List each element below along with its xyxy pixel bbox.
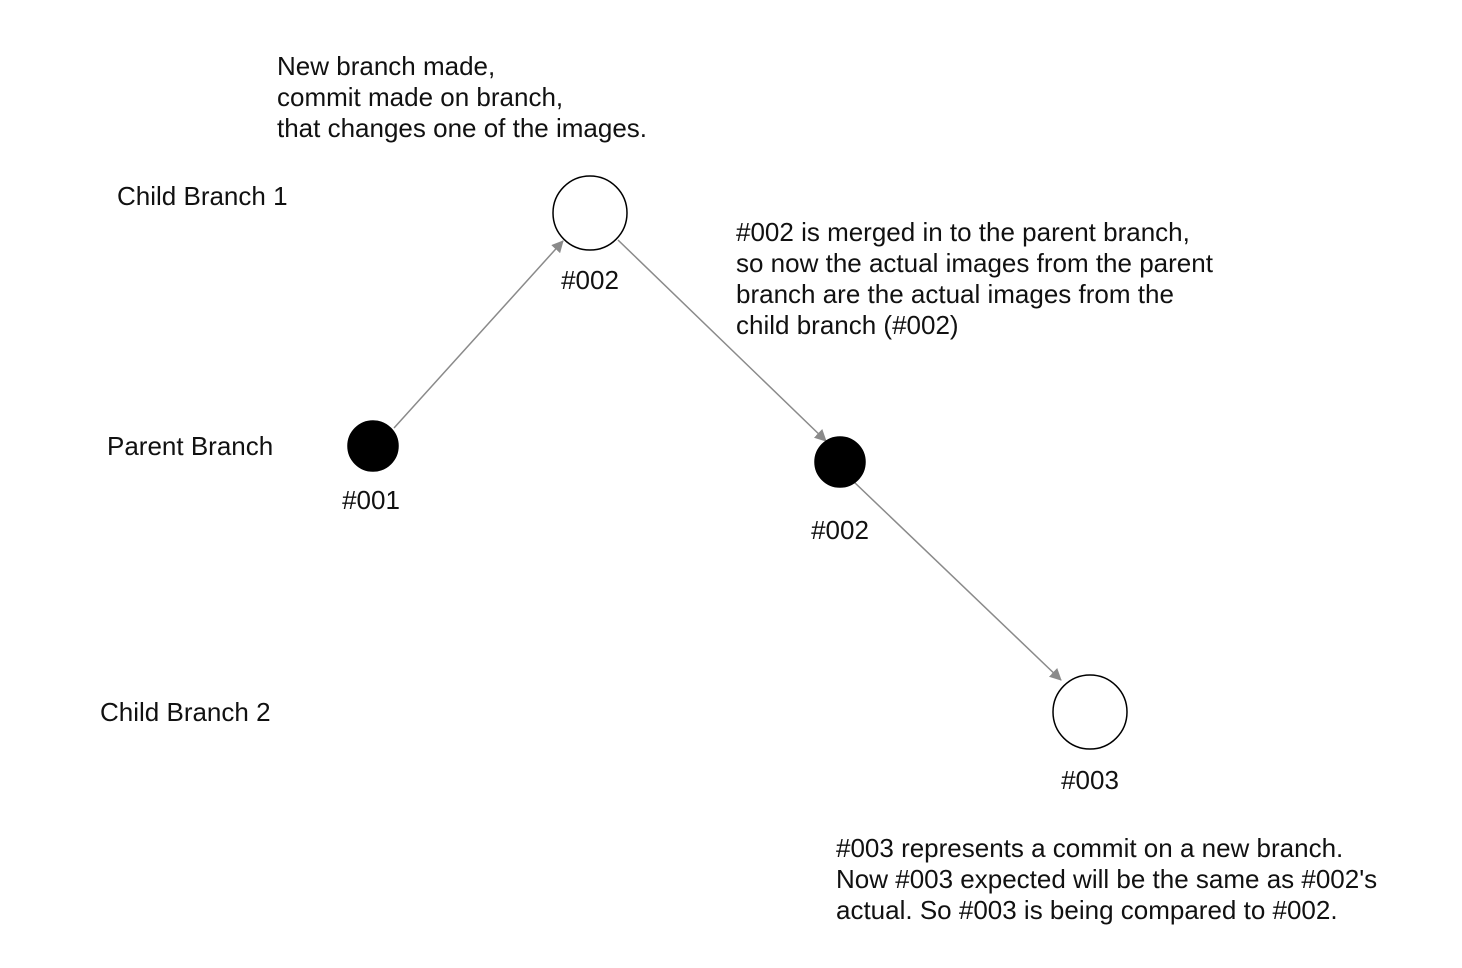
note-new-branch: New branch made, commit made on branch, … bbox=[277, 51, 647, 144]
note-new-commit-line: Now #003 expected will be the same as #0… bbox=[836, 864, 1378, 894]
note-new-commit-line: actual. So #003 is being compared to #00… bbox=[836, 895, 1338, 925]
commit-node-parent-001 bbox=[347, 420, 399, 472]
note-new-branch-line: commit made on branch, bbox=[277, 82, 564, 112]
branch-label-child-2: Child Branch 2 bbox=[100, 697, 271, 727]
note-merge-line: #002 is merged in to the parent branch, bbox=[736, 217, 1190, 247]
note-new-commit: #003 represents a commit on a new branch… bbox=[836, 833, 1377, 926]
arrow-child1-002-to-parent-002 bbox=[617, 239, 827, 442]
note-new-branch-line: that changes one of the images. bbox=[277, 113, 648, 143]
arrow-parent-002-to-child2-003 bbox=[852, 480, 1062, 681]
commit-label-child1-002: #002 bbox=[561, 265, 619, 295]
arrow-001-to-child1-002 bbox=[393, 240, 564, 429]
branch-label-parent: Parent Branch bbox=[107, 431, 274, 461]
branch-label-child-1: Child Branch 1 bbox=[117, 181, 288, 211]
commit-label-parent-001: #001 bbox=[342, 485, 400, 515]
note-new-commit-line: #003 represents a commit on a new branch… bbox=[836, 833, 1344, 863]
commit-node-child1-002 bbox=[552, 175, 628, 251]
commit-node-child2-003 bbox=[1052, 674, 1128, 750]
note-new-branch-line: New branch made, bbox=[277, 51, 496, 81]
note-merge-line: branch are the actual images from the bbox=[736, 279, 1174, 309]
note-merge-line: child branch (#002) bbox=[736, 310, 959, 340]
note-merge-line: so now the actual images from the parent bbox=[736, 248, 1213, 278]
commit-label-parent-002: #002 bbox=[811, 515, 869, 545]
commit-node-parent-002 bbox=[814, 436, 866, 488]
note-merge: #002 is merged in to the parent branch, … bbox=[736, 217, 1213, 341]
commit-label-child2-003: #003 bbox=[1061, 765, 1119, 795]
